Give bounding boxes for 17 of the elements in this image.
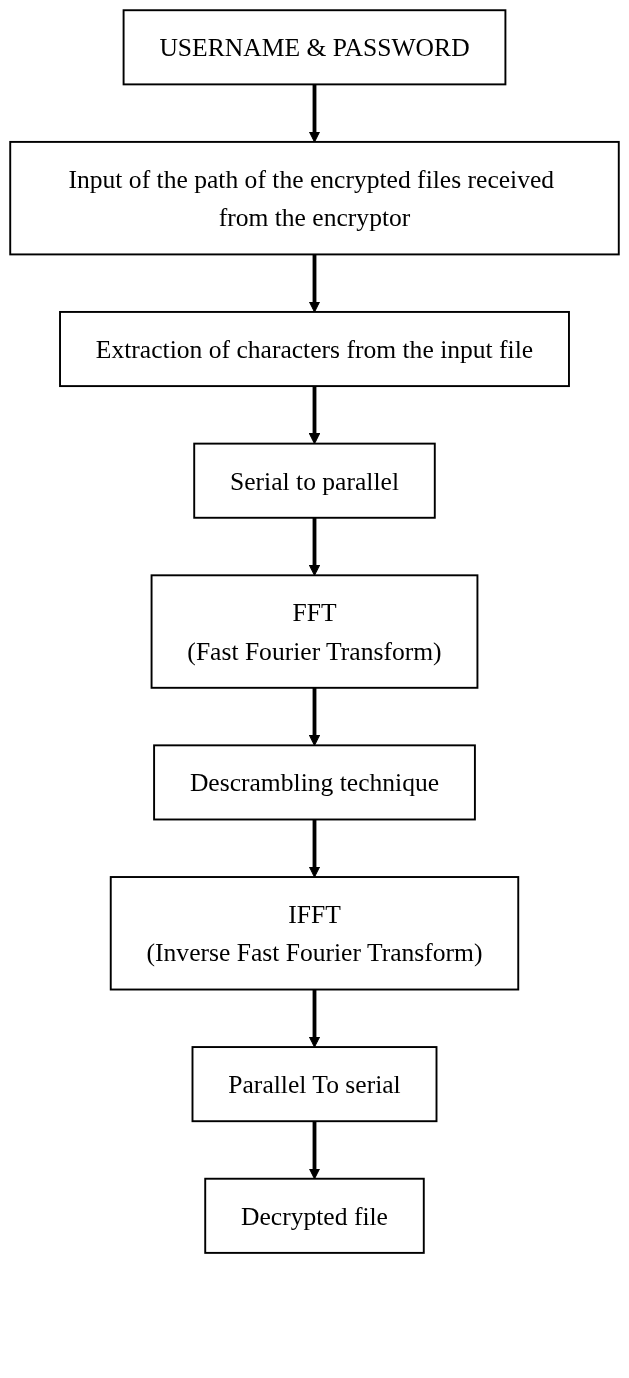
node-box: Decrypted file xyxy=(204,1177,425,1254)
arrow xyxy=(308,84,321,143)
node-box: IFFT (Inverse Fast Fourier Transform) xyxy=(109,876,520,991)
node-box: Extraction of characters from the input file xyxy=(59,311,570,388)
node-box: Serial to parallel xyxy=(193,442,436,519)
node-box: Parallel To serial xyxy=(191,1046,438,1123)
arrow xyxy=(308,254,321,313)
node-box: Descrambling technique xyxy=(153,744,476,821)
arrow xyxy=(308,517,321,576)
node-box: Input of the path of the encrypted files received from the encryptor xyxy=(9,140,620,256)
arrow xyxy=(308,1121,321,1180)
arrow xyxy=(308,386,321,445)
node-box: FFT (Fast Fourier Transform) xyxy=(150,574,479,689)
arrow xyxy=(308,687,321,746)
node-box: USERNAME & PASSWORD xyxy=(122,9,507,86)
arrow xyxy=(308,989,321,1048)
arrow xyxy=(308,819,321,878)
